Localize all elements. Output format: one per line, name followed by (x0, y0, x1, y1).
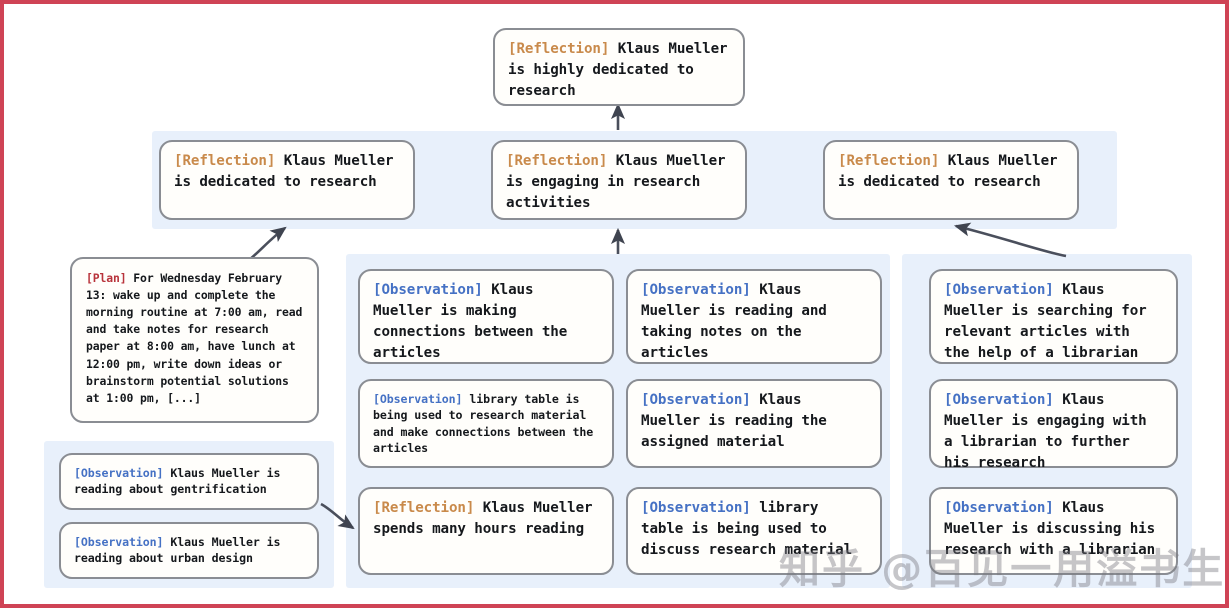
tag-observation: [Observation] (944, 392, 1054, 408)
tag-reflection: [Reflection] (174, 153, 276, 169)
tag-observation: [Observation] (641, 392, 751, 408)
node-observation-making-connections[interactable]: [Observation] Klaus Mueller is making co… (358, 269, 614, 364)
tag-observation: [Observation] (74, 466, 164, 480)
node-text: library table is being used to discuss r… (641, 500, 853, 558)
tag-observation: [Observation] (373, 392, 463, 406)
tag-observation: [Observation] (74, 535, 164, 549)
node-text: Klaus Mueller is reading the assigned ma… (641, 392, 836, 450)
node-observation-library-table-connections[interactable]: [Observation] library table is being use… (358, 379, 614, 468)
tag-reflection: [Reflection] (506, 153, 608, 169)
node-text: Klaus Mueller is dedicated to research (838, 153, 1066, 190)
node-observation-taking-notes[interactable]: [Observation] Klaus Mueller is reading a… (626, 269, 882, 364)
node-observation-engaging-librarian[interactable]: [Observation] Klaus Mueller is engaging … (929, 379, 1178, 471)
tag-reflection: [Reflection] (508, 41, 610, 57)
node-reflection-spends-hours[interactable]: [Reflection] Klaus Mueller spends many h… (358, 487, 614, 575)
node-text: Klaus Mueller is reading about urban des… (74, 535, 288, 566)
node-text: Klaus Mueller is engaging in research ac… (506, 153, 734, 211)
tag-observation: [Observation] (641, 282, 751, 298)
node-text: Klaus Mueller is searching for relevant … (944, 282, 1156, 361)
node-reflection-dedicated-right[interactable]: [Reflection] Klaus Mueller is dedicated … (823, 140, 1079, 220)
arrow-right-evidence-to-right-reflection (953, 222, 1067, 258)
tag-observation: [Observation] (944, 500, 1054, 516)
node-reflection-dedicated-left[interactable]: [Reflection] Klaus Mueller is dedicated … (159, 140, 415, 220)
node-observation-library-table-discuss[interactable]: [Observation] library table is being use… (626, 487, 882, 575)
node-text: Klaus Mueller is reading about gentrific… (74, 466, 288, 497)
node-text: library table is being used to research … (373, 392, 601, 456)
tag-observation: [Observation] (944, 282, 1054, 298)
node-text: Klaus Mueller is discussing his research… (944, 500, 1164, 558)
node-text: Klaus Mueller is making connections betw… (373, 282, 576, 361)
node-text: Klaus Mueller is engaging with a librari… (944, 392, 1156, 471)
node-text: For Wednesday February 13: wake up and c… (86, 271, 310, 405)
node-observation-urban-design[interactable]: [Observation] Klaus Mueller is reading a… (59, 522, 319, 579)
node-text: Klaus Mueller is reading and taking note… (641, 282, 836, 361)
node-plan[interactable]: [Plan] For Wednesday February 13: wake u… (70, 257, 319, 423)
tag-reflection: [Reflection] (373, 500, 475, 516)
node-observation-searching-articles[interactable]: [Observation] Klaus Mueller is searching… (929, 269, 1178, 364)
tag-reflection: [Reflection] (838, 153, 940, 169)
tag-observation: [Observation] (641, 500, 751, 516)
node-observation-gentrification[interactable]: [Observation] Klaus Mueller is reading a… (59, 453, 319, 510)
node-observation-assigned-material[interactable]: [Observation] Klaus Mueller is reading t… (626, 379, 882, 468)
node-observation-discussing-librarian[interactable]: [Observation] Klaus Mueller is discussin… (929, 487, 1178, 575)
node-text: Klaus Mueller is dedicated to research (174, 153, 402, 190)
tag-observation: [Observation] (373, 282, 483, 298)
tag-plan: [Plan] (86, 271, 127, 285)
node-root-reflection[interactable]: [Reflection] Klaus Mueller is highly ded… (493, 28, 745, 106)
node-text: Klaus Mueller is highly dedicated to res… (508, 41, 736, 99)
node-text: Klaus Mueller spends many hours reading (373, 500, 601, 537)
node-reflection-engaging-center[interactable]: [Reflection] Klaus Mueller is engaging i… (491, 140, 747, 220)
